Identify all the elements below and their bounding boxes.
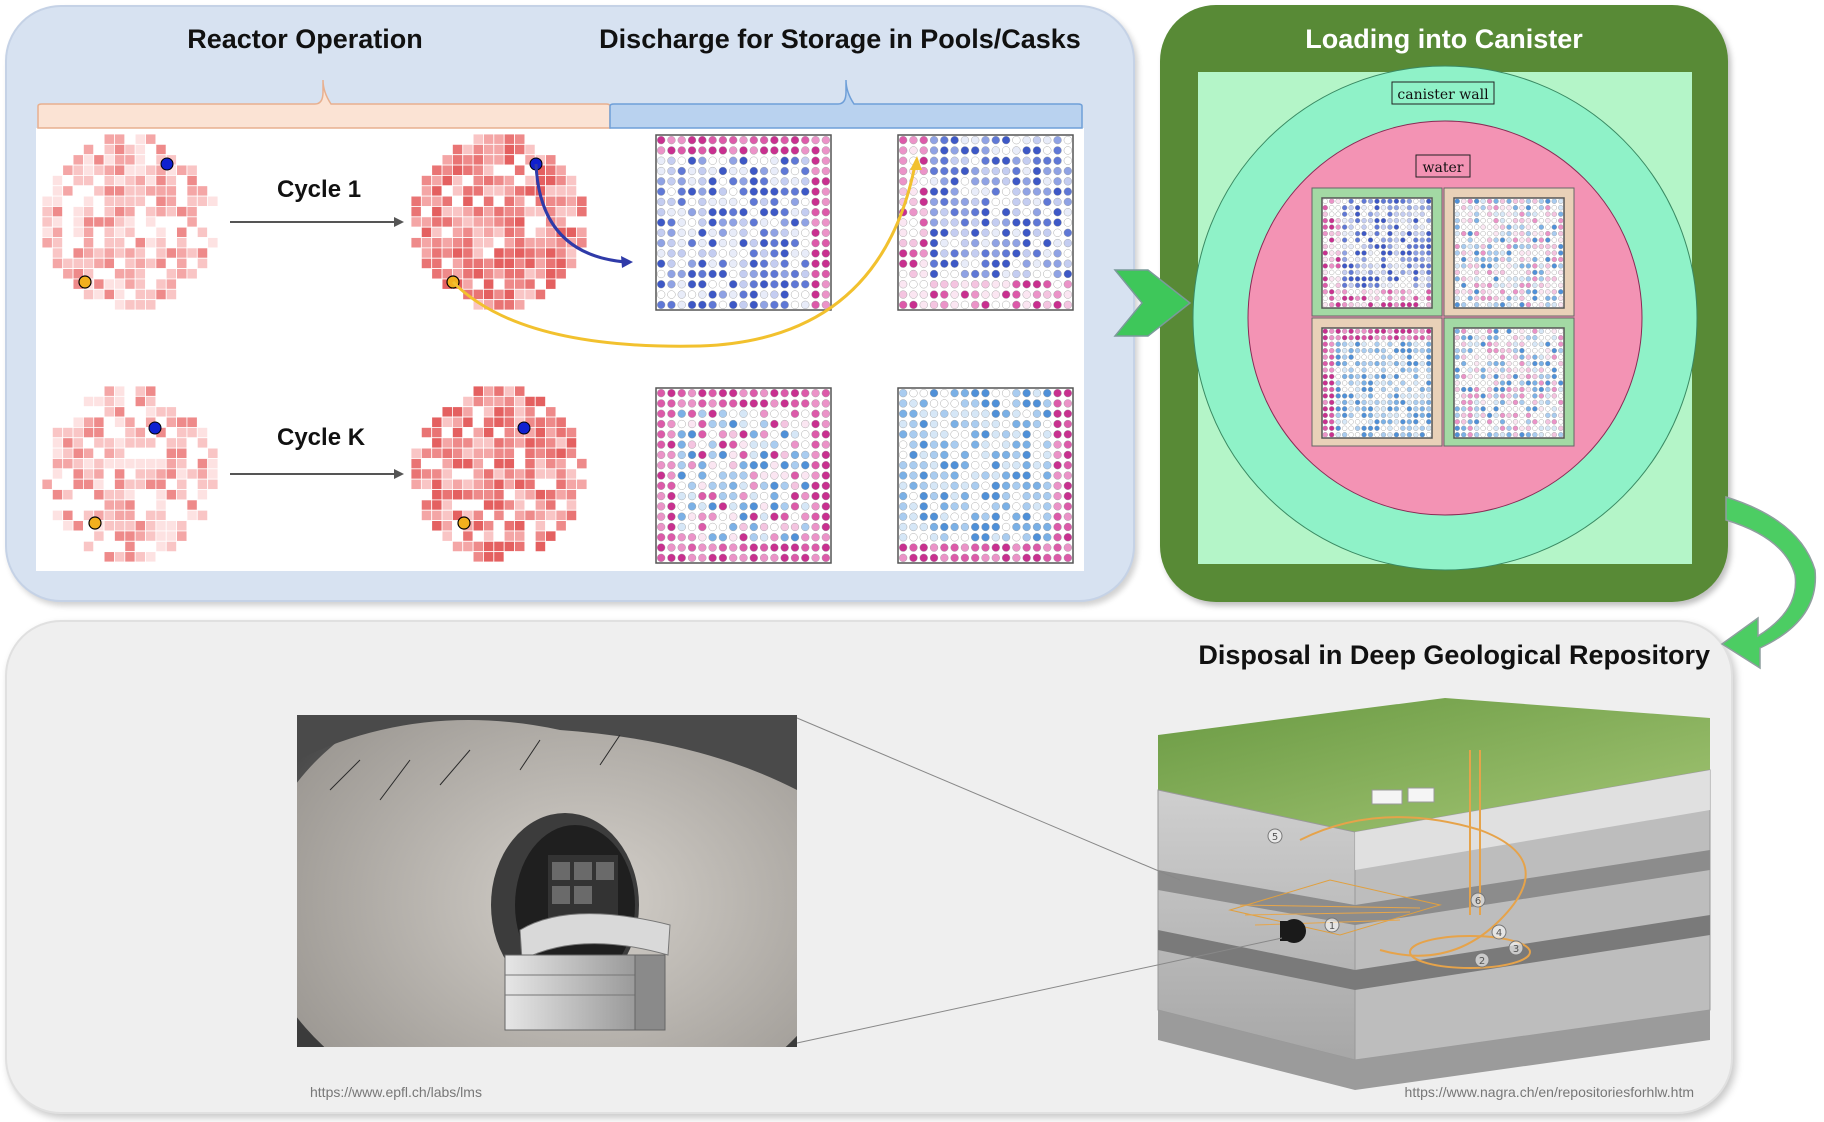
canister-cross-section: canister wall water — [1192, 65, 1698, 571]
canister-wall-label: canister wall — [1397, 87, 1489, 103]
canister-wall-label-box — [1391, 81, 1495, 105]
repository-marker-label: 5 — [1272, 832, 1278, 843]
repository-marker-label: 4 — [1496, 928, 1502, 939]
flow-chevron-icon — [1113, 269, 1192, 337]
nagra-source-link[interactable]: https://www.nagra.ch/en/repositoriesforh… — [1404, 1084, 1694, 1100]
repository-marker — [1491, 924, 1507, 940]
repository-marker-label: 3 — [1513, 944, 1519, 955]
reactor-core-map-end-cycle-1 — [410, 133, 588, 311]
repository-marker — [1474, 952, 1490, 968]
heading-loading-canister: Loading into Canister — [1305, 24, 1583, 54]
reactor-core-map-start-cycle-1 — [41, 133, 219, 311]
repository-marker-label: 1 — [1329, 921, 1335, 932]
repository-marker-label: 2 — [1479, 956, 1485, 967]
heading-reactor-operation: Reactor Operation — [187, 24, 423, 54]
cycle-k-label: Cycle K — [277, 424, 366, 451]
leader-line-bottom — [796, 937, 1283, 1044]
blue-discharge-path — [534, 163, 627, 264]
blue-assembly-marker — [148, 421, 162, 435]
repository-marker-label: 6 — [1475, 896, 1481, 907]
curved-flow-arrow-icon — [1720, 495, 1817, 670]
heading-disposal: Disposal in Deep Geological Repository — [1198, 640, 1710, 670]
yellow-assembly-marker — [78, 275, 92, 289]
water-label-box — [1415, 154, 1471, 178]
tunnel-photo — [297, 715, 797, 1047]
reactor-core-map-start-cycle-k — [41, 385, 219, 563]
blue-assembly-marker — [160, 157, 174, 171]
reactor-brace — [37, 79, 611, 129]
pool-brace — [609, 79, 1083, 129]
assembly-map-pool-3 — [655, 387, 832, 564]
repository-marker — [1508, 940, 1524, 956]
repository-marker — [1267, 828, 1283, 844]
yellow-discharge-path — [451, 164, 917, 348]
reactor-core-map-end-cycle-k — [410, 385, 588, 563]
leader-line-top — [796, 717, 1181, 881]
yellow-assembly-marker — [88, 516, 102, 530]
yellow-assembly-marker — [457, 516, 471, 530]
water-label: water — [1423, 160, 1464, 176]
heading-discharge: Discharge for Storage in Pools/Casks — [599, 24, 1081, 54]
assembly-map-pool-4 — [897, 387, 1074, 564]
repository-marker — [1324, 917, 1340, 933]
blue-assembly-marker — [517, 421, 531, 435]
cycle-1-label: Cycle 1 — [277, 176, 362, 203]
assembly-map-pool-1 — [655, 134, 832, 311]
epfl-source-link[interactable]: https://www.epfl.ch/labs/lms — [310, 1084, 482, 1100]
assembly-map-pool-2 — [897, 134, 1074, 311]
repository-illustration: 5 6 1 4 2 3 — [1157, 698, 1711, 1090]
repository-marker — [1470, 892, 1486, 908]
